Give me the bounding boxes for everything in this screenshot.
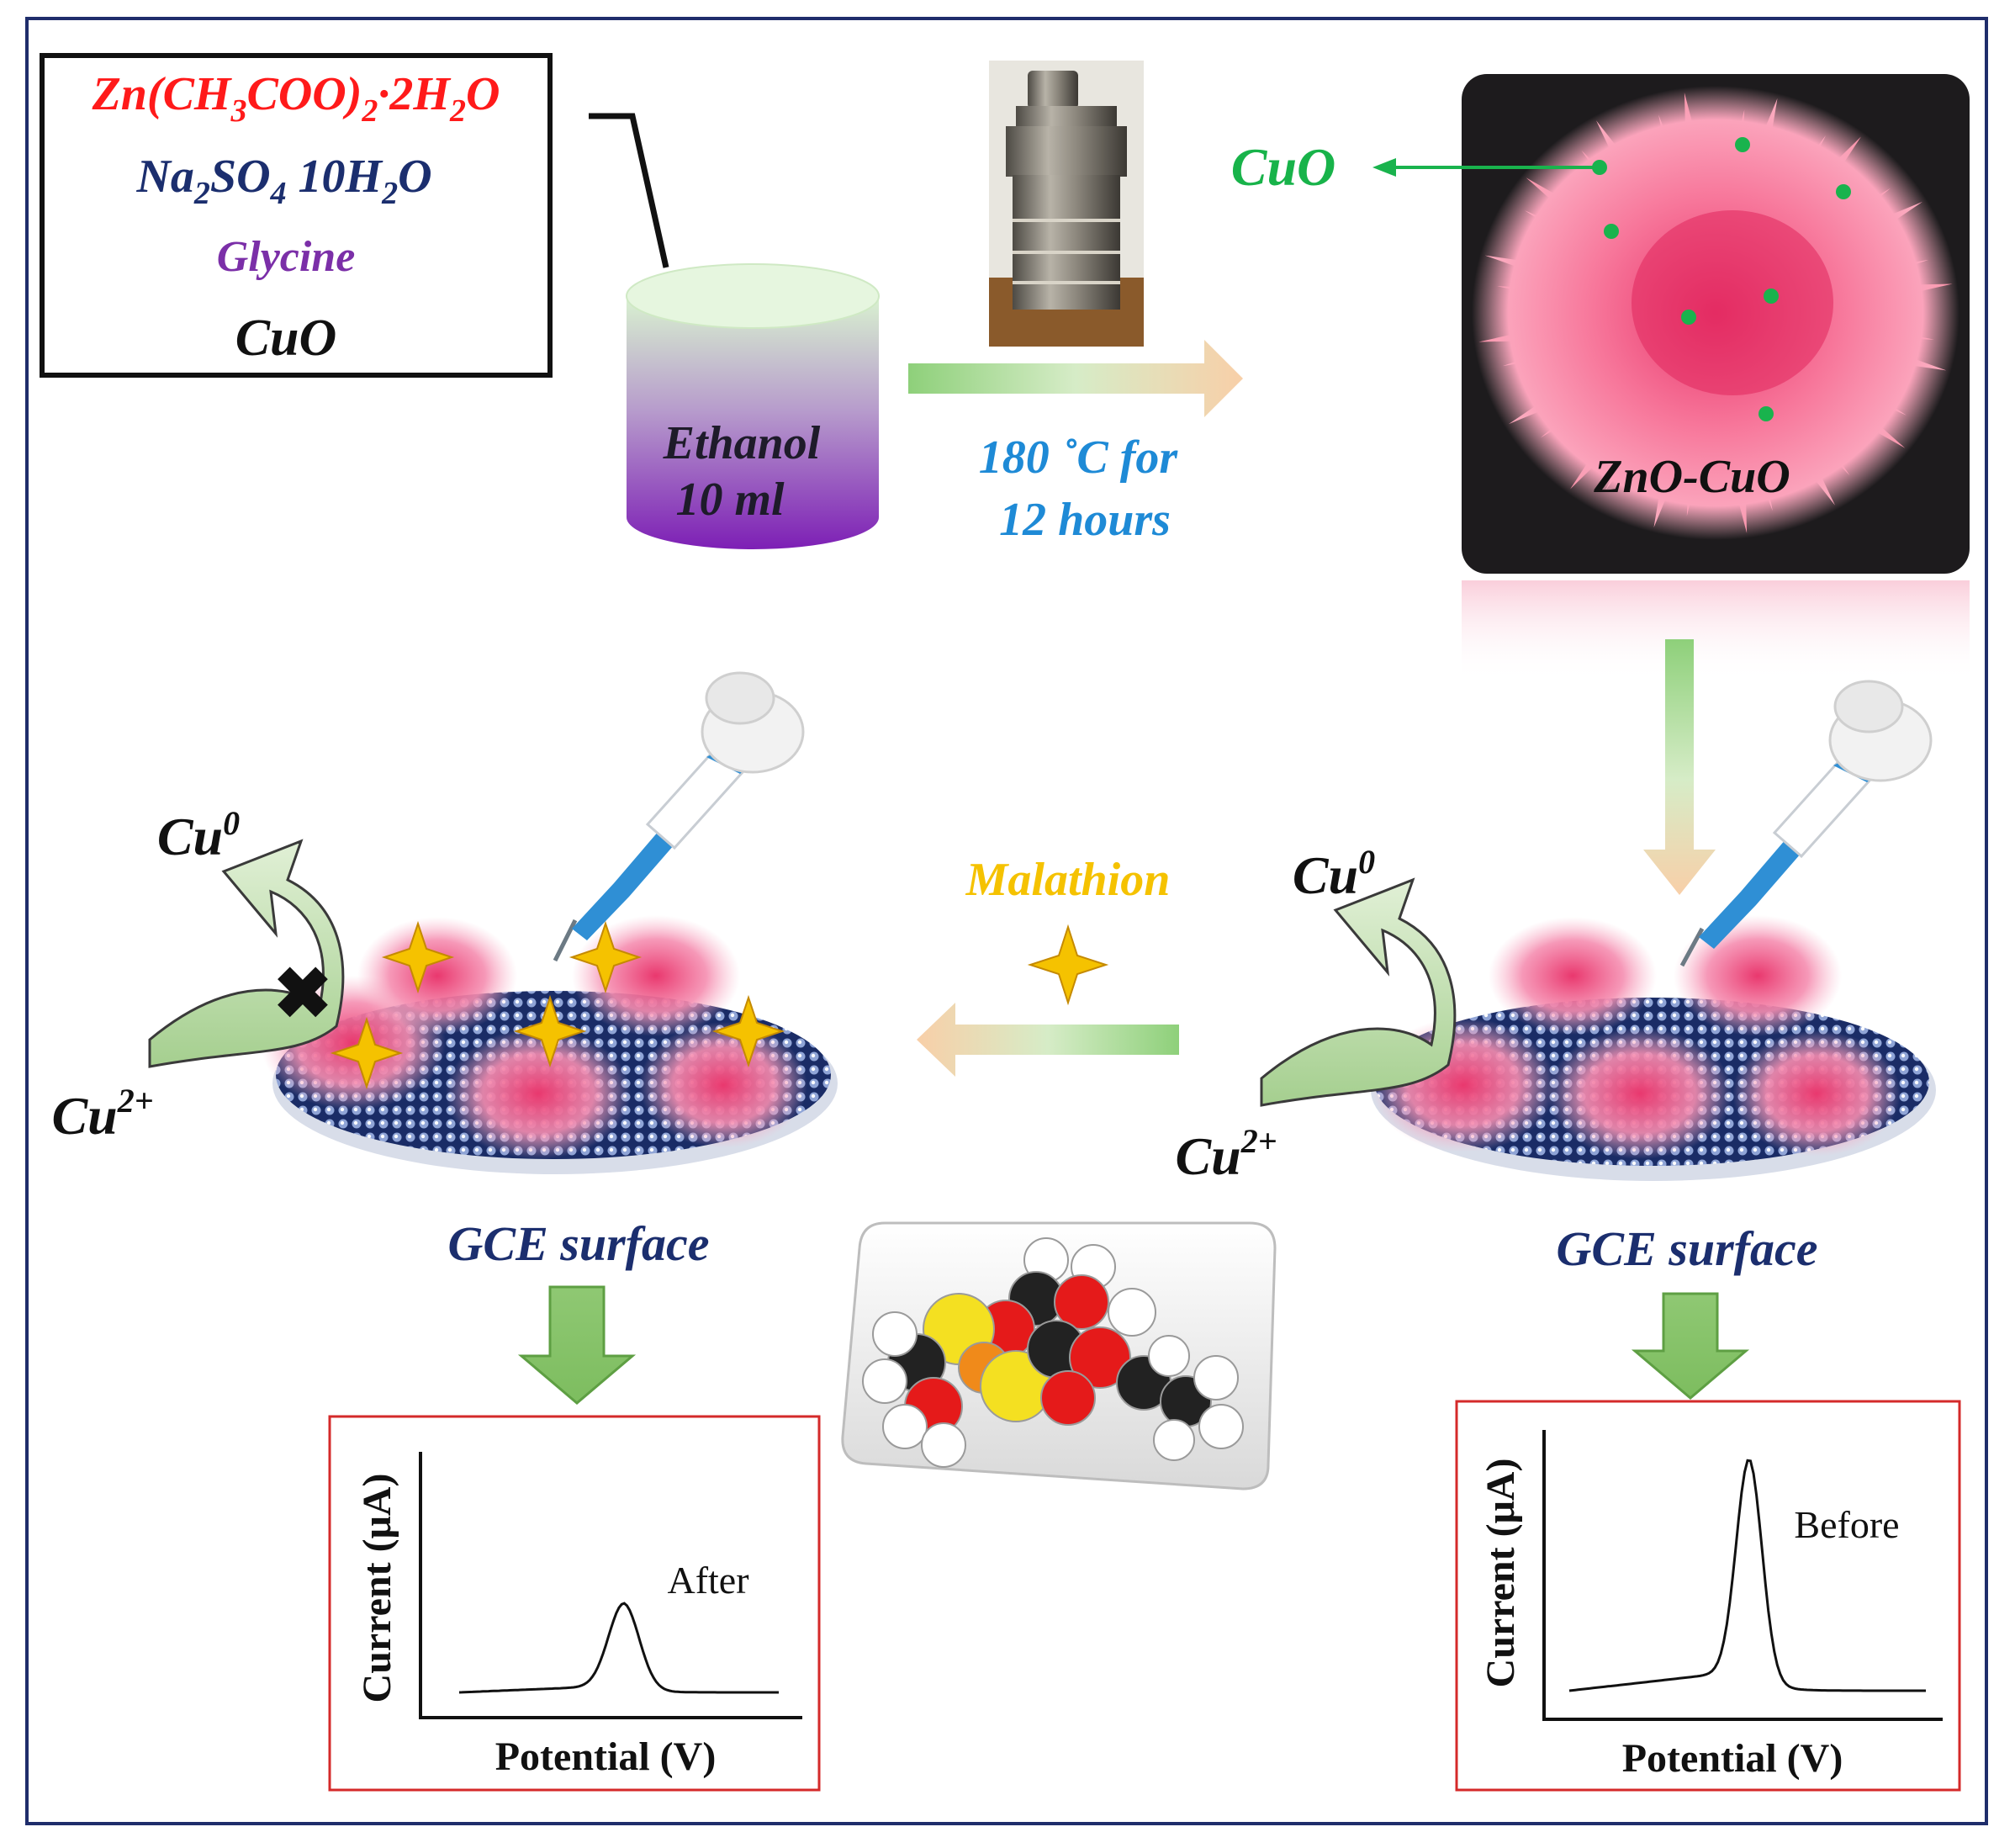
- reagent-zinc-acetate: Zn(CH3COO)2·2H2O: [92, 68, 500, 129]
- left-surface-label: GCE surface: [448, 1216, 710, 1271]
- solvent-label: Ethanol: [663, 417, 821, 469]
- flower-reflection: [1462, 580, 1970, 681]
- modification-arrow: [1643, 639, 1716, 895]
- left-result-arrow: [517, 1285, 637, 1405]
- right-result-arrow: [1631, 1292, 1750, 1400]
- right-electrode: [1371, 915, 1936, 1181]
- before-ylabel: Current (μA): [1478, 1459, 1523, 1688]
- left-electrode: [261, 915, 838, 1174]
- before-curve-label: Before: [1794, 1503, 1899, 1546]
- plot-before: Before Current (μA) Potential (V): [1455, 1400, 1961, 1792]
- solvent-volume: 10 ml: [675, 474, 785, 526]
- zno-cuo-flower-image: ZnO-CuO: [1462, 74, 1970, 574]
- left-redox-arrow: ✖: [148, 839, 345, 1068]
- after-ylabel: Current (μA): [355, 1474, 399, 1703]
- before-xlabel: Potential (V): [1622, 1736, 1843, 1781]
- plot-after: After Current (μA) Potential (V): [328, 1415, 821, 1792]
- right-pipette: [1679, 680, 1933, 967]
- reagent-sodium-sulfate: Na2SO4 10H2O: [135, 151, 431, 211]
- heating-arrow: [908, 340, 1243, 417]
- after-voltammogram-curve: [458, 1602, 779, 1694]
- cuo-label: CuO: [1231, 137, 1336, 197]
- after-curve-label: After: [667, 1559, 748, 1602]
- malathion-molecule-image: [841, 1221, 1277, 1491]
- reagent-box: Zn(CH3COO)2·2H2O Na2SO4 10H2O Glycine Cu…: [40, 53, 553, 378]
- right-cu0-label: Cu0: [1293, 843, 1375, 905]
- condition-time: 12 hours: [999, 494, 1171, 546]
- reagent-glycine: Glycine: [217, 233, 356, 281]
- left-pipette: [553, 671, 805, 962]
- autoclave-image: [989, 61, 1144, 347]
- before-voltammogram-curve: [1568, 1459, 1926, 1692]
- detection-arrow: [917, 1003, 1179, 1077]
- right-surface-label: GCE surface: [1557, 1221, 1818, 1276]
- reagent-cuo: CuO: [235, 310, 337, 367]
- after-xlabel: Potential (V): [495, 1734, 717, 1779]
- ethanol-cylinder: Ethanol 10 ml: [626, 263, 880, 549]
- composite-label: ZnO-CuO: [1593, 451, 1790, 503]
- left-cu0-label: Cu0: [157, 804, 240, 866]
- condition-temperature: 180 ˚C for: [979, 432, 1179, 484]
- malathion-label: Malathion: [965, 854, 1171, 906]
- left-cu2-label: Cu2+: [51, 1082, 153, 1146]
- malathion-star-icon: [1027, 924, 1109, 1006]
- connector-line: [589, 113, 669, 268]
- right-redox-arrow: [1260, 877, 1457, 1107]
- cuo-pointer-head: [1372, 158, 1396, 177]
- right-cu2-label: Cu2+: [1175, 1122, 1277, 1186]
- outer-border: [25, 17, 1988, 1825]
- blocked-x-icon: ✖: [273, 956, 332, 1034]
